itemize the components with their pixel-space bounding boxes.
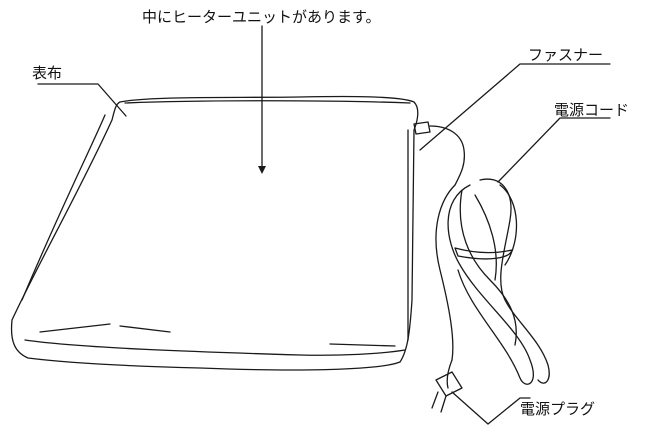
cord-loop-1 bbox=[447, 184, 535, 385]
plug-prong-2 bbox=[440, 395, 447, 413]
cushion-top-edge bbox=[124, 100, 411, 104]
plug-body bbox=[435, 371, 463, 397]
cushion-outline bbox=[10, 95, 419, 371]
label-power-cord: 電源コード bbox=[554, 101, 630, 119]
label-zipper: ファスナー bbox=[528, 46, 604, 64]
cord-coil-outer bbox=[435, 184, 456, 361]
cord-loop-5 bbox=[499, 184, 518, 266]
zipper-tab bbox=[413, 121, 431, 135]
cord-loop-2 bbox=[479, 178, 550, 384]
plug-prong-1 bbox=[431, 391, 439, 409]
leader-cord bbox=[497, 117, 611, 183]
cushion-bottom-dash-1 bbox=[39, 323, 111, 333]
cord-lead bbox=[429, 125, 466, 186]
leader-zipper bbox=[419, 63, 611, 151]
cord-loop-4 bbox=[474, 194, 497, 281]
leader-cover bbox=[37, 83, 127, 117]
label-heater-unit: 中にヒーターユニットがあります。 bbox=[142, 8, 381, 26]
cushion-bottom-dash-3 bbox=[329, 343, 396, 347]
cushion-left-crease bbox=[21, 114, 106, 301]
cushion-bottom-dash-2 bbox=[119, 325, 171, 333]
leader-plug bbox=[451, 391, 531, 425]
cord-tie bbox=[454, 247, 513, 260]
label-power-plug: 電源プラグ bbox=[520, 400, 596, 418]
cord-loop-3 bbox=[459, 189, 517, 346]
cushion-bottom-seam bbox=[24, 339, 406, 356]
label-cover: 表布 bbox=[32, 64, 63, 82]
leader-heater-arrow bbox=[258, 166, 266, 174]
